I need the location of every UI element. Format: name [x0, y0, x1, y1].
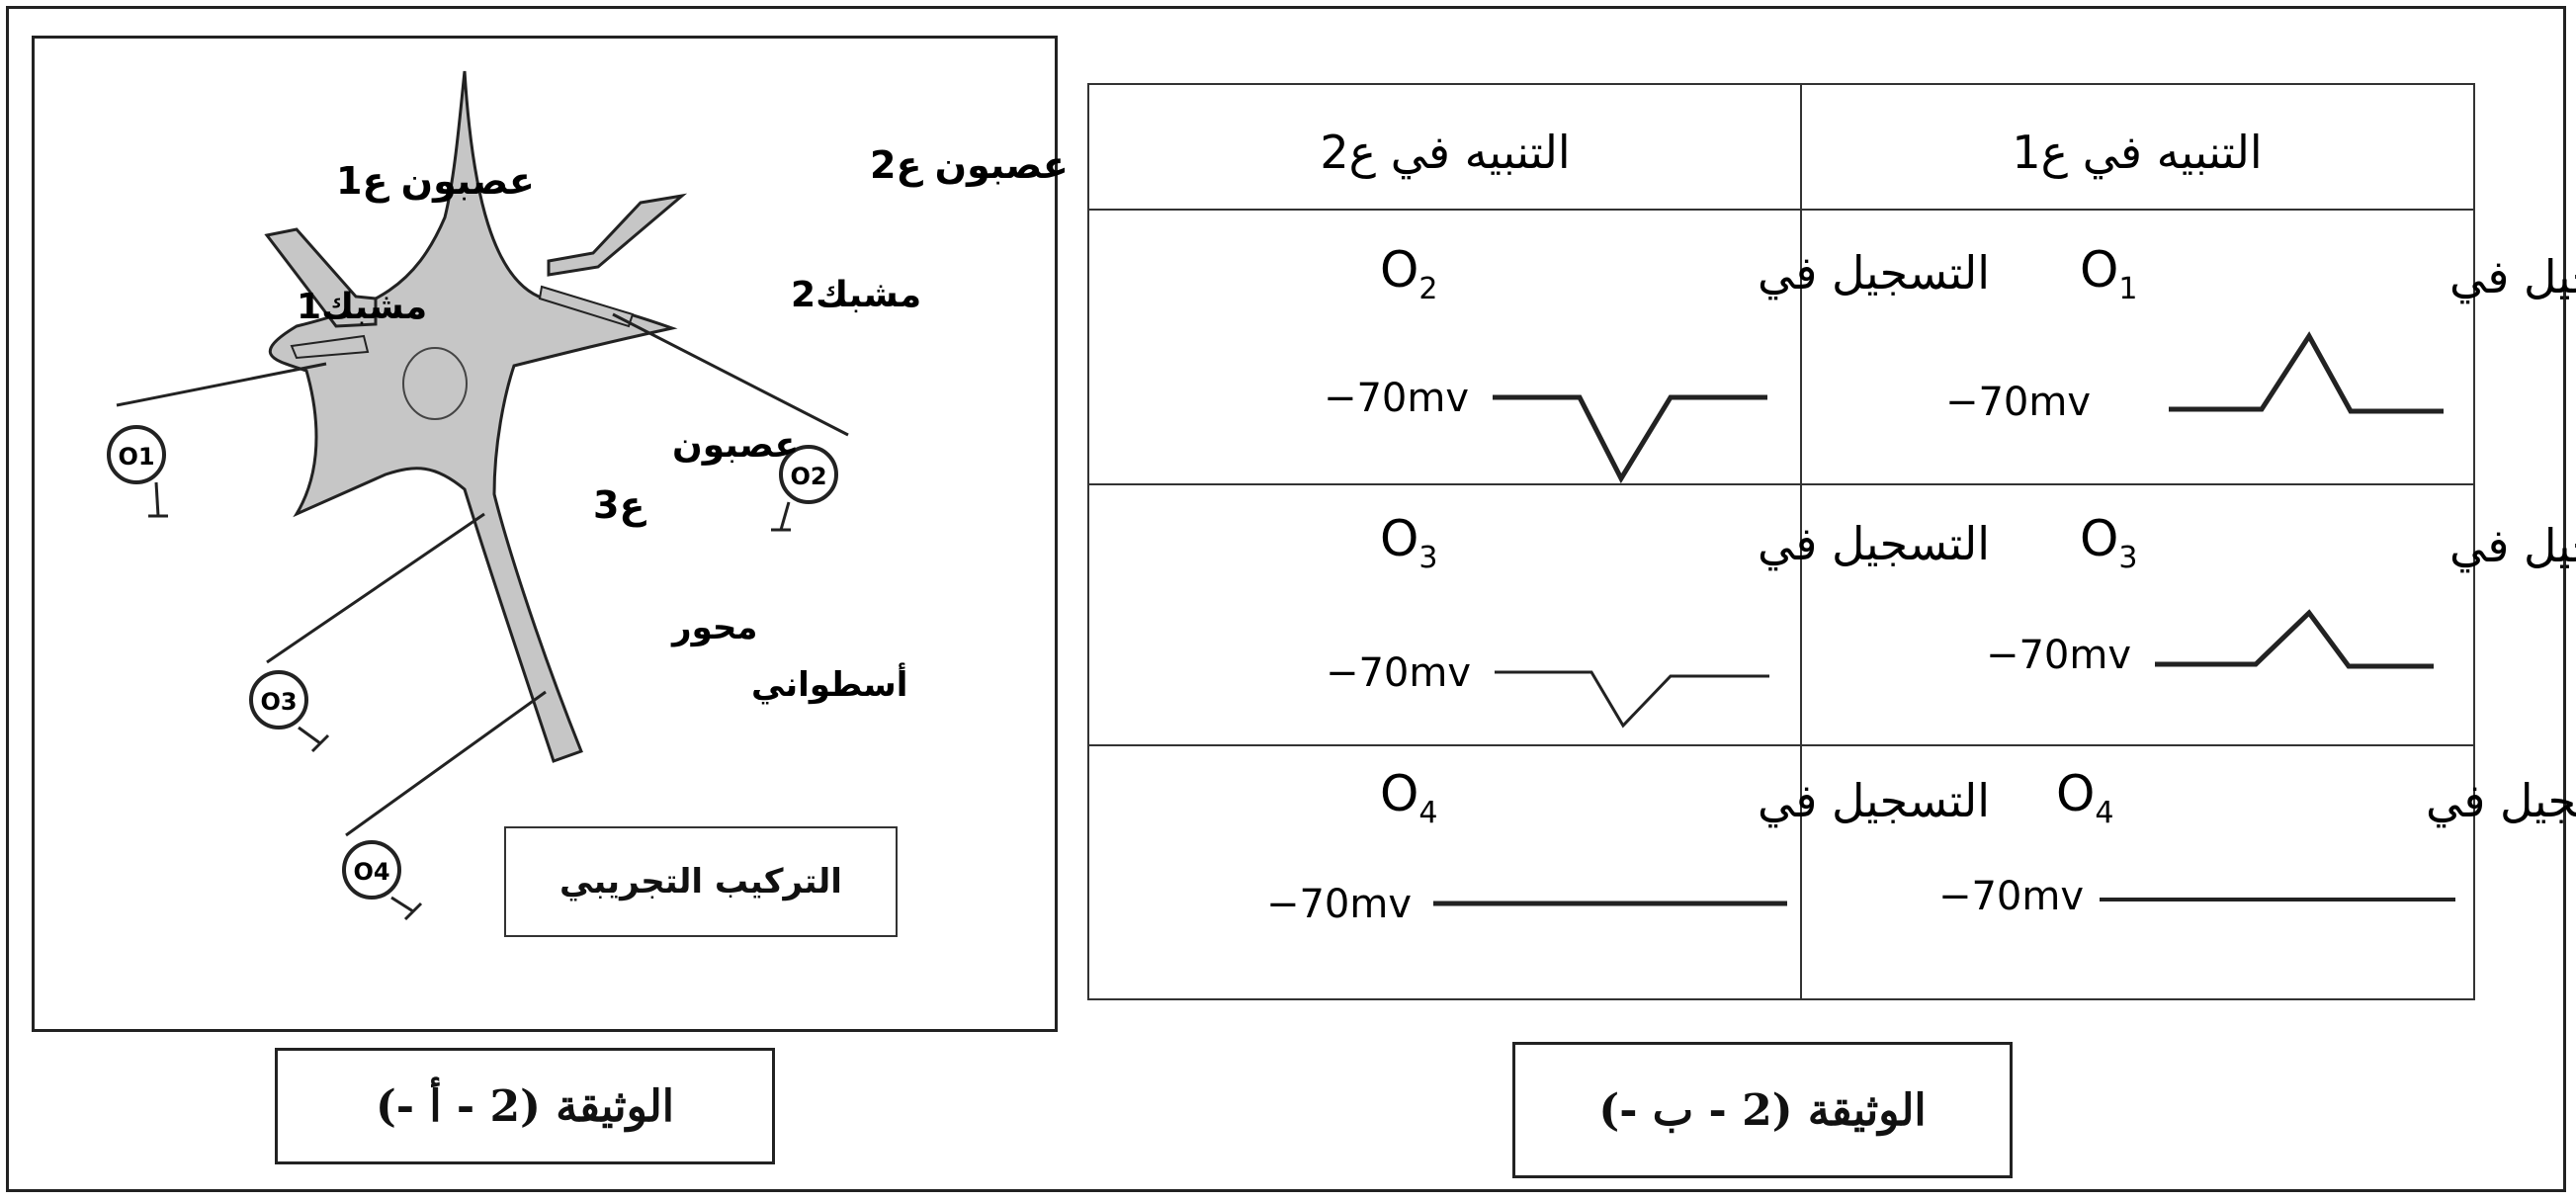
- record-prefix: التسجيل في: [2426, 774, 2576, 828]
- axon-label-line1: محور: [670, 608, 757, 647]
- potential-label: −70mv: [1324, 376, 1469, 421]
- o3-label: O3: [260, 688, 297, 716]
- axon-label-line2: أسطواني: [751, 662, 907, 705]
- record-prefix: التسجيل في: [2449, 250, 2576, 304]
- electrode-o3: O3: [249, 670, 330, 753]
- neuron-1-axon: [264, 227, 378, 328]
- caption-document-2a: الوثيقة (2 - أ -): [275, 1048, 775, 1164]
- setup-label-text: التركيب التجريبي: [559, 862, 842, 902]
- trace-o3-small-depolarization: [2155, 609, 2434, 669]
- o1-label: O1: [118, 443, 154, 471]
- synapse-2-label: مشبك2: [791, 275, 921, 315]
- potential-label: −70mv: [1326, 650, 1471, 696]
- potential-label: −70mv: [1986, 633, 2131, 678]
- nucleus: [402, 347, 468, 420]
- neuron-3-label-line2: ع3: [593, 483, 646, 527]
- potential-label: −70mv: [1266, 882, 1412, 927]
- cell-o4-stim2-recording: التسجيل في O4 −70mv: [1266, 765, 1990, 927]
- neuron-3-label-line1: عصبون: [672, 425, 799, 466]
- electrode-o2-wire: [612, 312, 849, 437]
- electrode-o3-name: O3: [2080, 510, 2137, 575]
- experimental-setup-label: التركيب التجريبي: [504, 826, 898, 937]
- electrode-o3-wire: [266, 512, 485, 664]
- electrode-o4: O4: [342, 840, 423, 921]
- neuron-1-label: عصبون ع1: [336, 159, 535, 203]
- o2-label: O2: [790, 463, 826, 490]
- neuron-2-axon: [547, 193, 688, 277]
- record-prefix: التسجيل في: [1758, 517, 1990, 571]
- header-stim-n2: التنبيه في ع2: [1320, 126, 1570, 180]
- synapse-1-label: مشبك1: [297, 287, 427, 327]
- synapse-2-cleft: [538, 285, 635, 328]
- synapse-1-cleft: [290, 334, 370, 360]
- cell-o2-recording: التسجيل في O2 −70mv: [1324, 241, 1990, 484]
- record-prefix: التسجيل في: [2449, 519, 2576, 573]
- experimental-setup-panel: [32, 36, 1058, 1032]
- neuron-3-body: [268, 70, 678, 763]
- recordings-table: [1087, 83, 2475, 1000]
- o4-label: O4: [353, 858, 389, 886]
- trace-o3-small-hyperpolarization: [1495, 670, 1769, 729]
- cell-o4-stim1-recording: التسجيل في O4 −70mv: [1938, 765, 2576, 919]
- electrode-o2: O2: [771, 445, 838, 532]
- trace-o1-depolarization: [2169, 331, 2444, 414]
- record-prefix: التسجيل في: [1758, 246, 1990, 300]
- header-stim-n1: التنبيه في ع1: [2012, 126, 2262, 180]
- caption-2b-text: الوثيقة (2 - ب -): [1598, 1084, 1927, 1136]
- cell-o3-stim1-recording: التسجيل في O3 −70mv: [1986, 510, 2576, 678]
- trace-o2-hyperpolarization: [1493, 394, 1767, 484]
- electrode-o4-name: O4: [1380, 765, 1437, 830]
- electrode-o1-wire: [116, 362, 327, 407]
- caption-document-2b: الوثيقة (2 - ب -): [1512, 1042, 2013, 1178]
- record-prefix: التسجيل في: [1758, 774, 1990, 828]
- electrode-o2-name: O2: [1380, 241, 1437, 306]
- neuron-2-label: عصبون ع2: [870, 143, 1069, 187]
- electrode-o4-name: O4: [2056, 765, 2113, 830]
- electrode-o3-name: O3: [1380, 510, 1437, 575]
- potential-label: −70mv: [1945, 380, 2091, 425]
- electrode-o4-wire: [345, 690, 547, 837]
- potential-label: −70mv: [1938, 874, 2084, 919]
- electrode-o1-name: O1: [2080, 241, 2137, 306]
- cell-o1-recording: التسجيل في O1 −70mv: [1945, 241, 2576, 425]
- electrode-o1: O1: [107, 425, 168, 518]
- caption-2a-text: الوثيقة (2 - أ -): [375, 1080, 675, 1132]
- outer-frame: [6, 6, 2566, 1192]
- cell-o3-stim2-recording: التسجيل في O3 −70mv: [1326, 510, 1990, 729]
